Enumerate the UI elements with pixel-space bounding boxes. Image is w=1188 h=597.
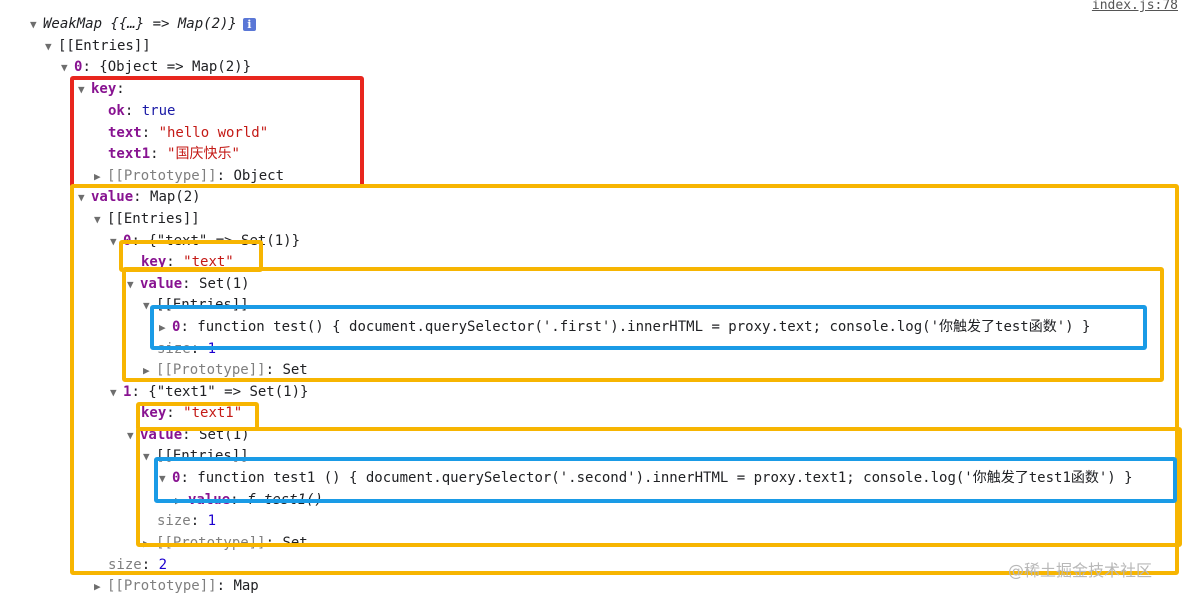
key-row: key: "text1"	[141, 405, 243, 421]
key-label: key	[141, 405, 167, 421]
key-value: "text1"	[183, 405, 243, 421]
entries-label: [[Entries]]	[156, 448, 249, 464]
expand-triangle-icon[interactable]: ▼	[159, 472, 166, 485]
prototype-value: Set	[282, 362, 308, 378]
property-key: ok	[108, 103, 125, 119]
key-row: key: "text"	[141, 254, 234, 270]
expand-triangle-icon[interactable]: ▼	[127, 429, 134, 442]
collapse-triangle-icon[interactable]: ▶	[159, 321, 166, 334]
value-row[interactable]: ▼value: Set(1)	[127, 425, 250, 446]
prototype-row[interactable]: ▶[[Prototype]]: Set	[143, 533, 308, 554]
entries-row[interactable]: ▼ [[Entries]]	[143, 295, 249, 316]
expand-triangle-icon[interactable]: ▼	[127, 278, 134, 291]
property-row: text: "hello world"	[108, 125, 269, 141]
entry-summary: {"text1" => Set(1)}	[148, 384, 309, 400]
collapse-triangle-icon[interactable]: ▶	[175, 494, 182, 507]
expand-triangle-icon[interactable]: ▼	[30, 18, 37, 31]
property-key: text	[108, 125, 142, 141]
value-label: value	[140, 276, 183, 292]
prototype-label: [[Prototype]]	[156, 362, 266, 378]
property-value: true	[141, 103, 176, 119]
entry-row-0[interactable]: ▼0: {"text" => Set(1)}	[110, 231, 300, 252]
prototype-label: [[Prototype]]	[107, 578, 217, 594]
entry-index: 0	[74, 59, 83, 75]
prototype-value: Map	[233, 578, 259, 594]
function-source: function test1 () { document.querySelect…	[197, 470, 1133, 486]
collapse-triangle-icon[interactable]: ▶	[94, 580, 101, 593]
function-value-row[interactable]: ▶value: f test1()	[175, 490, 323, 511]
prototype-label: [[Prototype]]	[156, 535, 266, 551]
collapse-triangle-icon[interactable]: ▶	[94, 170, 101, 183]
entry-index: 0	[123, 233, 132, 249]
value-row[interactable]: ▼value: Map(2)	[78, 187, 201, 208]
expand-triangle-icon[interactable]: ▼	[45, 40, 52, 53]
function-entry-row[interactable]: ▶0: function test() { document.querySele…	[159, 317, 1090, 338]
value-label: value	[91, 189, 134, 205]
collapse-triangle-icon[interactable]: ▶	[143, 364, 150, 377]
key-value: "text"	[183, 254, 234, 270]
expand-triangle-icon[interactable]: ▼	[110, 386, 117, 399]
prototype-value: Object	[233, 168, 285, 184]
expand-triangle-icon[interactable]: ▼	[143, 299, 150, 312]
function-source: function test() { document.querySelector…	[197, 319, 1091, 335]
collapse-triangle-icon[interactable]: ▶	[143, 537, 150, 550]
entries-label: [[Entries]]	[58, 38, 151, 54]
size-row: size: 1	[157, 341, 217, 357]
size-label: size	[108, 557, 142, 573]
info-icon[interactable]: i	[242, 17, 256, 31]
expand-triangle-icon[interactable]: ▼	[110, 235, 117, 248]
entry-summary: {Object => Map(2)}	[99, 59, 252, 75]
function-entry-row[interactable]: ▼0: function test1 () { document.querySe…	[159, 468, 1133, 489]
value-summary: Set(1)	[199, 276, 250, 292]
property-value: "hello world"	[158, 125, 269, 141]
prototype-row[interactable]: ▶[[Prototype]]: Object	[94, 166, 284, 187]
entry-index: 0	[172, 319, 181, 335]
key-row[interactable]: ▼key:	[78, 79, 125, 100]
size-value: 1	[207, 341, 217, 357]
property-value: "国庆快乐"	[167, 146, 240, 162]
value-label: value	[140, 427, 183, 443]
source-link[interactable]: index.js:78	[1091, 0, 1178, 13]
expand-triangle-icon[interactable]: ▼	[78, 191, 85, 204]
entries-row[interactable]: ▼ [[Entries]]	[45, 36, 151, 57]
prototype-row[interactable]: ▶[[Prototype]]: Map	[94, 576, 259, 597]
value-summary: Set(1)	[199, 427, 250, 443]
key-label: key	[141, 254, 167, 270]
expand-triangle-icon[interactable]: ▼	[94, 213, 101, 226]
property-key: text1	[108, 146, 151, 162]
watermark: @稀土掘金技术社区	[1008, 561, 1153, 580]
prototype-label: [[Prototype]]	[107, 168, 217, 184]
entries-label: [[Entries]]	[107, 211, 200, 227]
function-value: f test1()	[247, 492, 323, 508]
value-row[interactable]: ▼value: Set(1)	[127, 274, 250, 295]
entry-summary: {"text" => Set(1)}	[148, 233, 301, 249]
entry-row-0[interactable]: ▼0: {Object => Map(2)}	[61, 57, 251, 78]
entries-row[interactable]: ▼ [[Entries]]	[143, 446, 249, 467]
size-row: size: 1	[157, 513, 217, 529]
value-label: value	[188, 492, 231, 508]
size-row: size: 2	[108, 557, 168, 573]
entry-index: 1	[123, 384, 132, 400]
key-label: key	[91, 81, 117, 97]
entries-row[interactable]: ▼ [[Entries]]	[94, 209, 200, 230]
expand-triangle-icon[interactable]: ▼	[61, 61, 68, 74]
size-label: size	[157, 341, 191, 357]
weakmap-label: WeakMap {{…} => Map(2)}	[43, 16, 237, 32]
prototype-row[interactable]: ▶[[Prototype]]: Set	[143, 360, 308, 381]
expand-triangle-icon[interactable]: ▼	[143, 450, 150, 463]
entry-row-1[interactable]: ▼1: {"text1" => Set(1)}	[110, 382, 308, 403]
size-label: size	[157, 513, 191, 529]
value-summary: Map(2)	[150, 189, 201, 205]
expand-triangle-icon[interactable]: ▼	[78, 83, 85, 96]
size-value: 2	[158, 557, 168, 573]
size-value: 1	[207, 513, 217, 529]
entry-index: 0	[172, 470, 181, 486]
entries-label: [[Entries]]	[156, 297, 249, 313]
property-row: ok: true	[108, 103, 176, 119]
weakmap-root-row[interactable]: ▼ WeakMap {{…} => Map(2)} i	[30, 14, 256, 35]
prototype-value: Set	[282, 535, 308, 551]
property-row: text1: "国庆快乐"	[108, 146, 240, 162]
